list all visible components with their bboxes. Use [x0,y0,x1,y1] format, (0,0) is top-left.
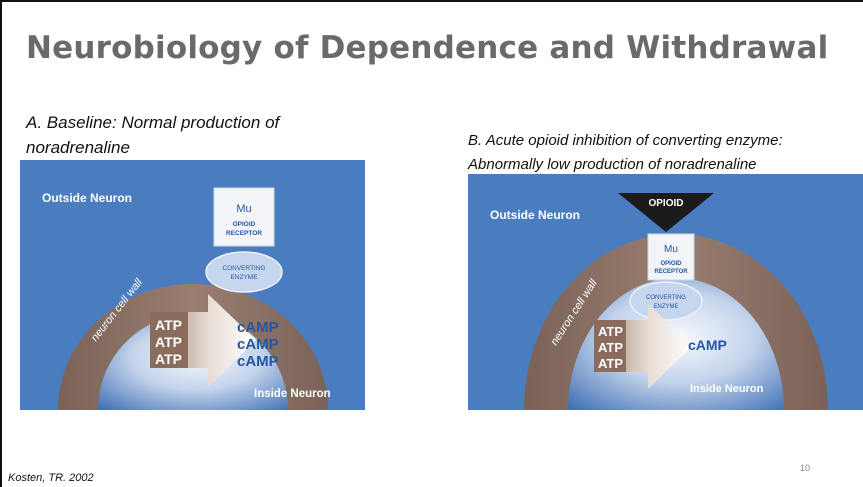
panel-a-receptor-line1: OPIOID [233,221,256,228]
panel-a-caption-line1: A. Baseline: Normal production of [26,113,280,132]
panel-b-outside-label: Outside Neuron [490,208,580,222]
panel-a-inside-label: Inside Neuron [254,388,331,400]
panel-b-atp-3: ATP [598,356,623,371]
panel-b-opioid-receptor [647,233,695,281]
panel-b-caption-line2: Abnormally low production of noradrenali… [468,156,757,173]
panel-a-atp-3: ATP [155,351,182,367]
panel-b-opioid [618,193,714,232]
panel-b-enzyme-line2: ENZYME [653,304,678,310]
panel-a-camp-2: cAMP [237,336,279,353]
panel-b-atp-1: ATP [598,324,623,339]
panel-a-atp-1: ATP [155,317,182,333]
panel-a-enzyme-line2: ENZYME [230,274,258,281]
panel-b-enzyme-line1: CONVERTING [646,295,686,301]
panel-b-diagram: OPIOID Mu OPIOID RECEPTOR CONVERTING ENZ… [468,174,863,410]
panel-b-caption-line1: B. Acute opioid inhibition of converting… [468,132,783,149]
panel-a-receptor-line2: RECEPTOR [226,230,262,237]
panel-b-receptor-line2: RECEPTOR [654,269,688,275]
panel-a-opioid-receptor [213,187,275,247]
panel-a-atp-box [150,312,188,368]
panel-b-camp-1: cAMP [688,337,727,353]
panel-b-receptor-mu: Mu [664,244,678,255]
panel-a-receptor-mu: Mu [236,203,251,215]
panel-b-converting-enzyme [629,281,703,321]
page-number: 10 [800,463,811,473]
panel-a-camp-1: cAMP [237,319,279,336]
slide-title: Neurobiology of Dependence and Withdrawa… [26,30,829,66]
panel-b-receptor-line1: OPIOID [660,261,682,267]
panel-b-opioid-label: OPIOID [648,198,683,209]
citation-footer: Kosten, TR. 2002 [8,472,94,484]
panel-a-camp-3: cAMP [237,353,279,370]
panel-a-diagram: Mu OPIOID RECEPTOR CONVERTING ENZYME Out… [20,160,365,410]
panel-b-inside-label: Inside Neuron [690,383,764,395]
panel-b-atp-2: ATP [598,340,623,355]
panel-a-converting-enzyme [205,251,283,293]
panel-a-atp-2: ATP [155,334,182,350]
panel-a-caption-line2: noradrenaline [26,138,130,157]
panel-a-outside-label: Outside Neuron [42,191,132,205]
panel-a-enzyme-line1: CONVERTING [222,265,265,272]
panel-b-atp-box [594,320,626,372]
